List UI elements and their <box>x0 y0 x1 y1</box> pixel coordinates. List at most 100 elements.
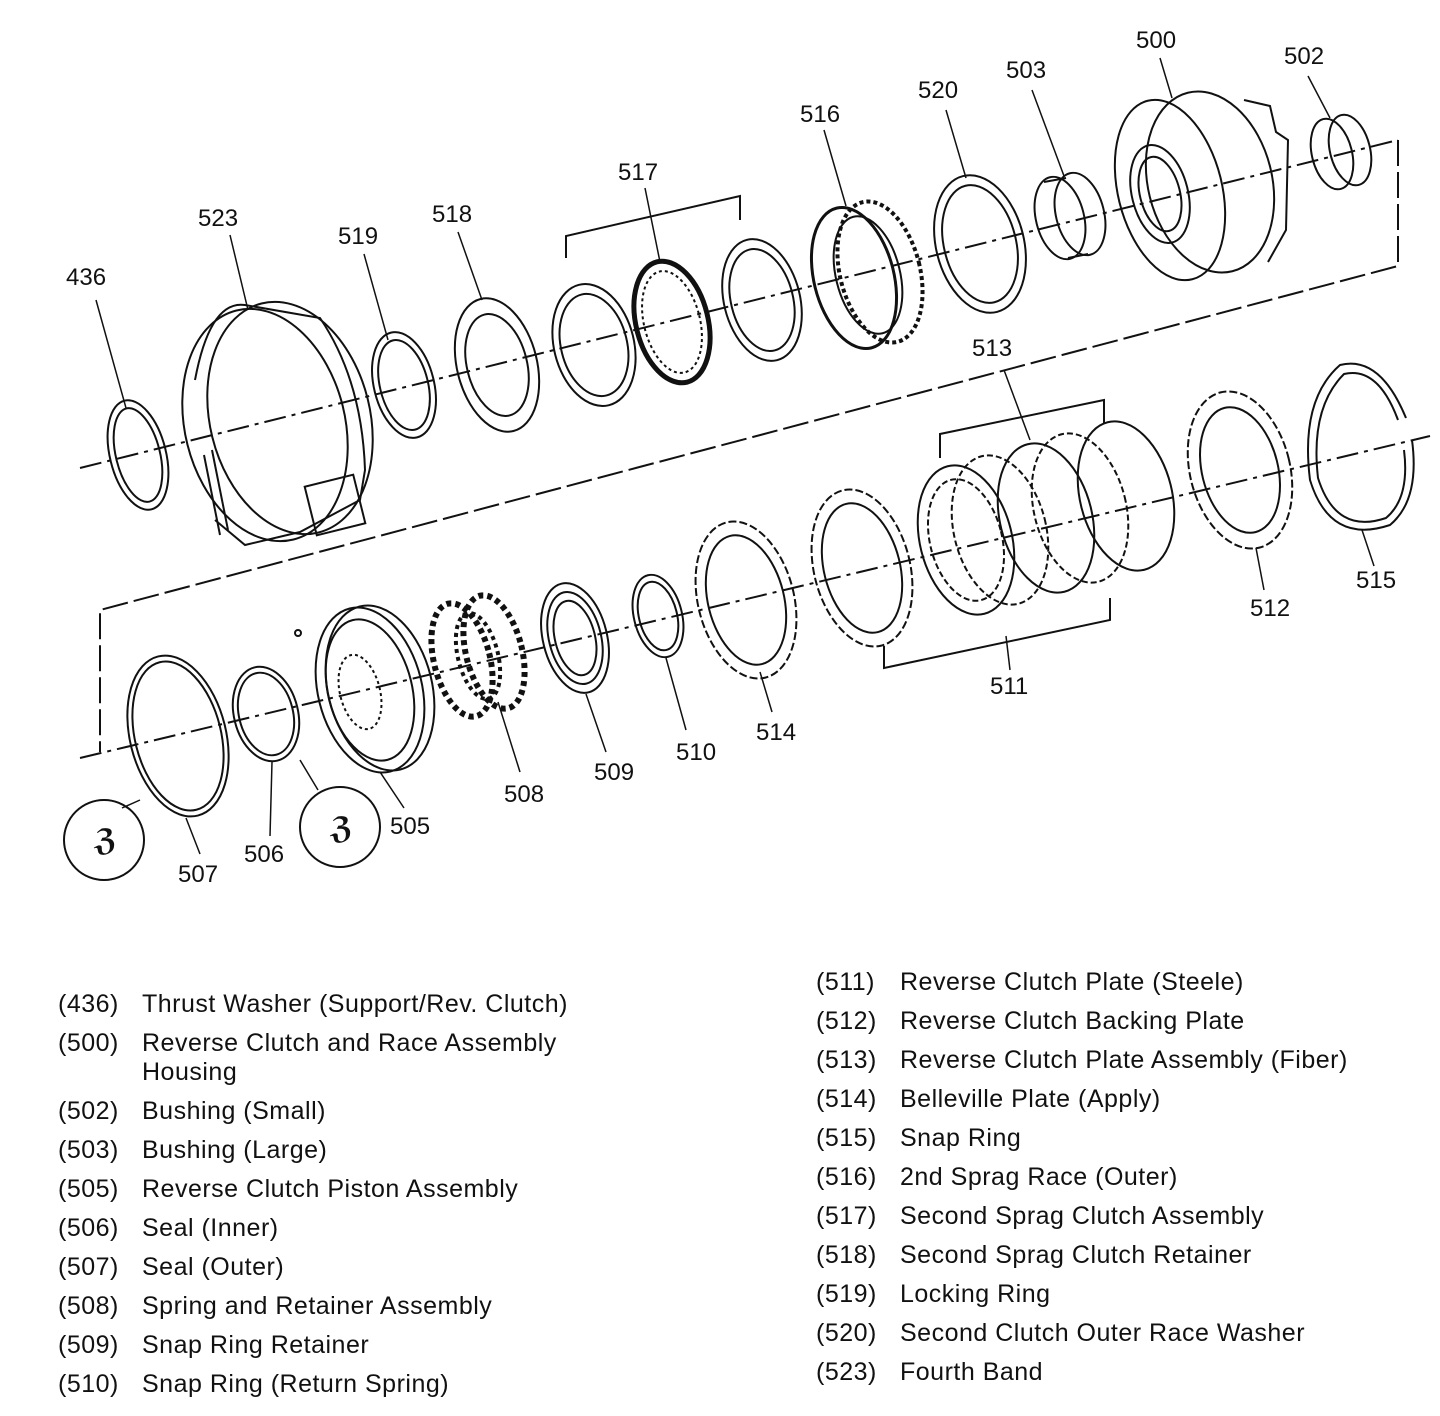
part-506-inner-seal <box>231 665 301 763</box>
callout-514: 514 <box>756 719 796 746</box>
part-515-snap-ring <box>1307 362 1415 531</box>
part-503-bushing-large <box>1033 171 1107 261</box>
part-519-locking-ring <box>371 331 437 439</box>
legend-part-number: (508) <box>58 1292 119 1320</box>
legend-part-number: (506) <box>58 1214 119 1242</box>
legend-part-number: (503) <box>58 1136 119 1164</box>
callout-512: 512 <box>1250 595 1290 622</box>
bracket-511 <box>883 598 1111 670</box>
part-523-fourth-band <box>181 300 374 547</box>
assembly-connector-line <box>99 140 1399 752</box>
bracket-513 <box>939 398 1105 458</box>
part-508-spring-retainer <box>428 592 528 720</box>
legend-part-description: Seal (Inner) <box>142 1214 279 1242</box>
legend-part-description: Snap Ring <box>900 1124 1022 1152</box>
legend-item: (515) Snap Ring <box>816 1124 1436 1153</box>
part-511-steel-plate <box>810 488 914 648</box>
legend-part-description: Reverse Clutch Backing Plate <box>900 1007 1245 1035</box>
legend-part-number: (520) <box>816 1319 877 1347</box>
legend-part-description: Reverse Clutch Piston Assembly <box>142 1175 519 1203</box>
part-516-sprag-race <box>809 199 925 351</box>
legend-part-description: Reverse Clutch Plate (Steele) <box>900 968 1244 996</box>
parts-legend-left: (436)Thrust Washer (Support/Rev. Clutch)… <box>58 990 658 1409</box>
legend-part-number: (500) <box>58 1029 119 1057</box>
part-511-513-clutch-pack <box>916 420 1176 616</box>
legend-part-description: Bushing (Small) <box>142 1097 326 1125</box>
legend-part-number: (518) <box>816 1241 877 1269</box>
callout-436: 436 <box>66 264 106 291</box>
legend-part-number: (513) <box>816 1046 877 1074</box>
legend-part-number: (517) <box>816 1202 877 1230</box>
legend-part-description: Second Sprag Clutch Retainer <box>900 1241 1252 1269</box>
part-509-retainer <box>540 582 610 694</box>
legend-part-description: Snap Ring Retainer <box>142 1331 370 1359</box>
callout-513: 513 <box>972 335 1012 362</box>
part-502-bushing-small <box>1309 113 1373 191</box>
legend-item: (520)Second Clutch Outer Race Washer <box>816 1319 1436 1348</box>
legend-part-number: (516) <box>816 1163 877 1191</box>
legend-item: (510) Snap Ring (Return Spring) <box>58 1370 658 1399</box>
legend-item: (502) Bushing (Small) <box>58 1097 658 1126</box>
callout-523: 523 <box>198 205 238 232</box>
callout-502: 502 <box>1284 43 1324 70</box>
legend-item: (508) Spring and Retainer Assembly <box>58 1292 658 1321</box>
part-518-retainer <box>453 297 541 433</box>
legend-item: (523) Fourth Band <box>816 1358 1436 1387</box>
legend-part-number: (509) <box>58 1331 119 1359</box>
callout-515: 515 <box>1356 567 1396 594</box>
legend-part-description: Fourth Band <box>900 1358 1044 1386</box>
legend-item: (517) Second Sprag Clutch Assembly <box>816 1202 1436 1231</box>
legend-part-number: (515) <box>816 1124 877 1152</box>
callout-510: 510 <box>676 739 716 766</box>
legend-item: (512) Reverse Clutch Backing Plate <box>816 1007 1436 1036</box>
callout-506: 506 <box>244 841 284 868</box>
legend-part-number: (511) <box>816 968 876 996</box>
legend-item: (519)Locking Ring <box>816 1280 1436 1309</box>
callout-520: 520 <box>918 77 958 104</box>
legend-part-description: Belleville Plate (Apply) <box>900 1085 1161 1113</box>
legend-part-number: (502) <box>58 1097 119 1125</box>
exploded-view-diagram: ℨ ℨ 436 523 519 518 517 516 520 503 500 … <box>63 27 1431 888</box>
legend-part-number: (523) <box>816 1358 877 1386</box>
callout-500: 500 <box>1136 27 1176 54</box>
callout-505: 505 <box>390 813 430 840</box>
part-436-thrust-washer <box>106 399 170 511</box>
leader-lines <box>95 57 1375 855</box>
legend-part-number: (514) <box>816 1085 877 1113</box>
callout-508: 508 <box>504 781 544 808</box>
legend-part-number: (519) <box>816 1280 877 1308</box>
legend-part-number: (510) <box>58 1370 119 1398</box>
legend-item: (436)Thrust Washer (Support/Rev. Clutch) <box>58 990 658 1019</box>
callout-507: 507 <box>178 861 218 888</box>
legend-part-description: Spring and Retainer Assembly <box>142 1292 493 1320</box>
parts-legend-right: (511) Reverse Clutch Plate (Steele) (512) R… <box>816 968 1436 1397</box>
legend-part-number: (505) <box>58 1175 119 1203</box>
lube-symbol-circle-left <box>63 799 145 881</box>
legend-part-description: Thrust Washer (Support/Rev. Clutch) <box>142 990 568 1018</box>
lube-symbol-circle-right <box>299 786 381 868</box>
part-510-snap-ring <box>631 573 685 659</box>
callout-503: 503 <box>1006 57 1046 84</box>
part-505-piston <box>294 604 436 774</box>
part-512-backing-plate <box>1186 390 1294 550</box>
legend-part-description: Reverse Clutch Plate Assembly (Fiber) <box>900 1046 1348 1074</box>
legend-item: (518) Second Sprag Clutch Retainer <box>816 1241 1436 1270</box>
lube-symbol-left: ℨ <box>93 824 117 857</box>
legend-part-description: Reverse Clutch and Race Assembly Housing <box>142 1029 557 1086</box>
lube-symbol-right: ℨ <box>329 812 353 845</box>
legend-item: (511) Reverse Clutch Plate (Steele) <box>816 968 1436 997</box>
legend-part-description: Bushing (Large) <box>142 1136 328 1164</box>
legend-item: (514) Belleville Plate (Apply) <box>816 1085 1436 1114</box>
legend-part-description: Second Sprag Clutch Assembly <box>900 1202 1265 1230</box>
legend-part-description: Seal (Outer) <box>142 1253 285 1281</box>
legend-part-number: (512) <box>816 1007 877 1035</box>
part-520-washer <box>933 174 1027 314</box>
legend-item: (506) Seal (Inner) <box>58 1214 658 1243</box>
part-517-sprag-clutch <box>551 238 803 407</box>
legend-item: (507)Seal (Outer) <box>58 1253 658 1282</box>
legend-part-description: Snap Ring (Return Spring) <box>142 1370 450 1398</box>
part-507-outer-seal <box>126 654 230 818</box>
legend-item: (509) Snap Ring Retainer <box>58 1331 658 1360</box>
legend-item: (500) Reverse Clutch and Race Assembly Ho… <box>58 1029 658 1087</box>
callout-509: 509 <box>594 759 634 786</box>
